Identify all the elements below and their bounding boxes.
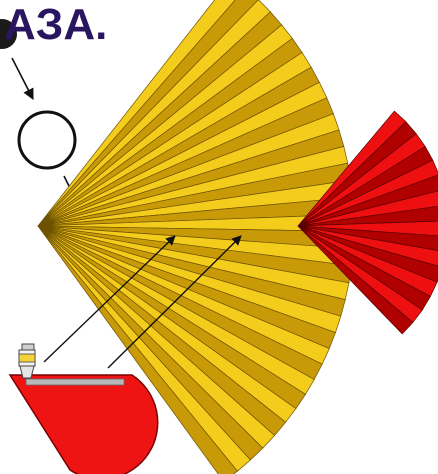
circle-outline-icon (19, 112, 75, 168)
heading-text: АЗА. (4, 0, 107, 49)
red-bowl-icon (10, 375, 158, 474)
arrow-dot-to-circle (12, 58, 33, 99)
bowl-rim-band (26, 379, 124, 385)
paint-tube-icon (19, 344, 35, 378)
